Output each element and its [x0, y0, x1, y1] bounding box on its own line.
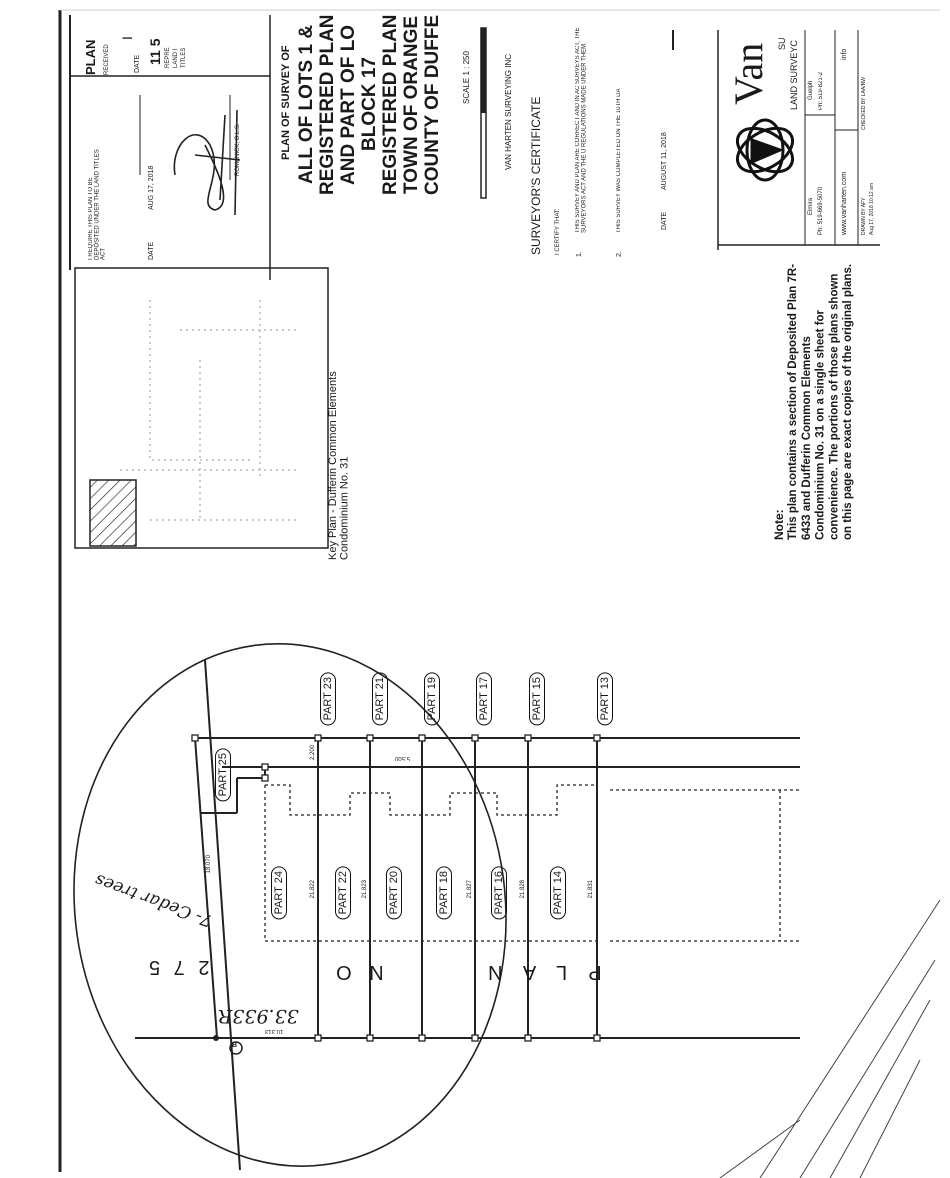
rep-line-3: TITLES	[181, 47, 187, 68]
drawn-by: DRAWN BY AFY	[861, 197, 867, 235]
handwritten-dimension: 33.933R	[218, 1005, 299, 1027]
dimension-label: 18.070	[206, 855, 212, 874]
surveyor-name: ROMANICK, O.L.S.	[235, 123, 241, 176]
logo-sub1: SU	[777, 37, 787, 50]
plan-number-no: N O	[330, 961, 384, 983]
part-20-label: PART 20	[386, 866, 402, 920]
office-1: Elmira	[808, 197, 814, 215]
cert-date-label: DATE	[661, 211, 668, 230]
received-date-value: I	[119, 36, 135, 40]
key-plan-hatched-area	[89, 479, 137, 547]
part-24-label: PART 24	[271, 866, 287, 920]
scale-label: SCALE 1 : 250	[462, 51, 471, 104]
website: www.vanharten.com	[841, 171, 848, 235]
part-22-label: PART 22	[335, 866, 351, 920]
plan-title-line1: ALL OF LOTS 1 &	[296, 24, 317, 185]
rep-line-2: LAND I	[173, 48, 179, 68]
dimension-label: 21.831	[588, 880, 594, 899]
key-plan-caption: Key Plan - Dufferin Common Elements Cond…	[327, 371, 351, 560]
part-15-label: PART 15	[529, 672, 545, 726]
item2-number: 2.	[616, 251, 623, 257]
firm-name: VAN HARTEN SURVEYING INC	[504, 53, 513, 170]
monument-label: B	[232, 1042, 238, 1049]
plan-received-label: PLAN	[83, 39, 98, 75]
dimension-label: 21.823	[362, 880, 368, 899]
note-body: This plan contains a section of Deposite…	[787, 263, 855, 540]
certificate-heading: SURVEYOR'S CERTIFICATE	[529, 96, 543, 255]
email: info	[841, 48, 848, 60]
footer-stamp: Aug 17, 2018 10:12 am	[869, 183, 875, 235]
require-date-label: DATE	[148, 241, 155, 260]
rep-line-1: REPRE	[165, 47, 171, 68]
note-heading: Note:	[772, 509, 786, 540]
hand-drawn-circle	[73, 643, 507, 1167]
part-23-label: PART 23	[320, 672, 336, 726]
monument-marker	[229, 1041, 243, 1055]
part-25-label: PART 25	[215, 748, 231, 802]
plan-number-plan: P L A N	[480, 961, 602, 983]
dimension-label: 10.313	[265, 1028, 284, 1034]
dimension-label: 21.822	[310, 880, 316, 899]
certify-intro: I CERTIFY THAT:	[555, 208, 561, 255]
office-2: Guelph	[808, 80, 814, 100]
van-harten-logo-mark	[736, 118, 794, 182]
checked-by: CHECKED BY LAA/NW	[861, 77, 867, 130]
plan-title-line0: PLAN OF SURVEY OF	[280, 45, 292, 160]
dimension-label: 21.827	[467, 880, 473, 899]
part-21-label: PART 21	[372, 672, 388, 726]
require-deposit-text: I REQUIRE THIS PLAN TO BE DEPOSITED UNDE…	[88, 149, 107, 260]
signature	[173, 109, 241, 216]
item1-number: 1.	[576, 251, 583, 257]
phone-2: Ph: 519-821-2	[818, 71, 824, 110]
part-17-label: PART 17	[476, 672, 492, 726]
received-sub: RECEIVED	[104, 44, 110, 75]
logo-name: Van	[726, 42, 771, 105]
part-18-label: PART 18	[436, 866, 452, 920]
plan-title-line6: TOWN OF ORANGE	[401, 15, 422, 194]
phone-1: Ph: 519-669-5070	[818, 186, 824, 235]
plan-title-line2: REGISTERED PLAN	[317, 14, 338, 195]
received-date-label: DATE	[134, 54, 141, 73]
dimension-label: 2.200	[310, 745, 316, 761]
part-13-label: PART 13	[597, 672, 613, 726]
plan-title-line7: COUNTY OF DUFFE	[422, 14, 443, 195]
require-date-value: AUG 17, 2018	[148, 165, 155, 210]
part-16-label: PART 16	[491, 866, 507, 920]
certificate-item-1: THIS SURVEY AND PLAN ARE CORRECT AND IN …	[575, 27, 588, 233]
dimension-label: 21.828	[520, 880, 526, 899]
plan-number-275: 2 7 5	[145, 956, 210, 978]
part-14-label: PART 14	[550, 866, 566, 920]
plan-title-line4: BLOCK 17	[359, 57, 380, 152]
logo-sub2: LAND SURVEYC	[789, 40, 799, 110]
part-19-label: PART 19	[424, 672, 440, 726]
plan-title-line3: AND PART OF LO	[338, 24, 359, 185]
cert-date-value: AUGUST 11, 2018	[661, 132, 668, 190]
plan-number: 11 5	[147, 38, 163, 65]
certificate-item-2: THIS SURVEY WAS COMPLETED ON THE 10TH DA	[616, 88, 622, 233]
dimension-label: 5.500	[395, 755, 411, 761]
plan-title-line5: REGISTERED PLAN	[380, 14, 401, 195]
